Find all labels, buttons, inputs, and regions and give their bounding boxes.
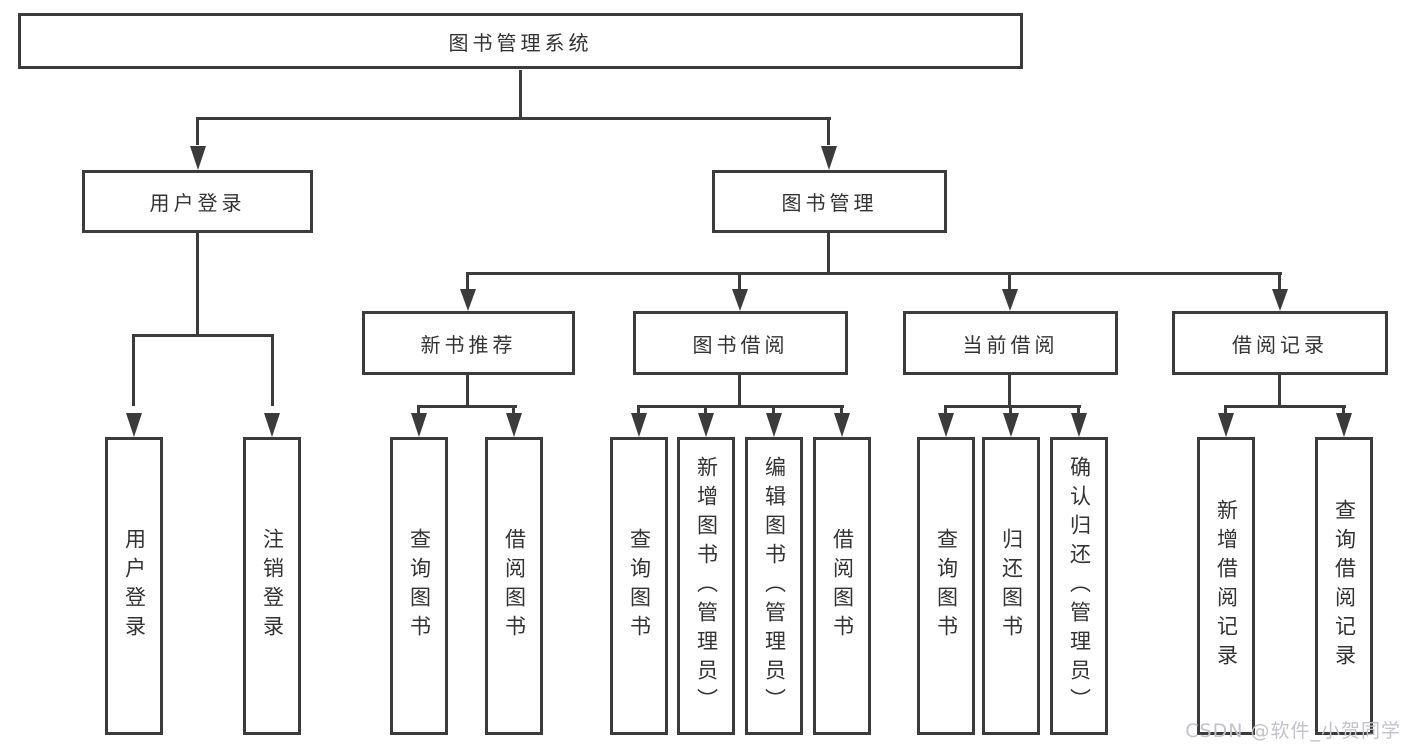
connector-arrow (631, 413, 647, 437)
csdn-watermark: CSDN @软件_小贺同学 (1185, 720, 1401, 742)
connector-line (132, 334, 135, 406)
connector-line (1342, 405, 1345, 417)
connector-line (466, 272, 1282, 275)
connector-line (738, 375, 741, 407)
connector-line (466, 375, 469, 407)
connector-line (417, 405, 517, 408)
connector-line (738, 272, 741, 292)
node-borrow-records: 借阅记录 (1172, 311, 1388, 375)
connector-line (1224, 405, 1346, 408)
leaf-label: 注销登录 (260, 528, 285, 644)
connector-line (466, 272, 469, 292)
connector-arrow (821, 146, 837, 170)
leaf-add-books-admin: 新增图书（管理员） (677, 437, 735, 735)
leaf-label: 新增借阅记录 (1214, 499, 1239, 673)
node-book-borrow: 图书借阅 (633, 311, 848, 375)
connector-arrow (264, 413, 280, 437)
connector-line (827, 233, 830, 274)
connector-line (637, 405, 844, 408)
node-new-book-recommend: 新书推荐 (362, 311, 575, 375)
connector-line (1224, 405, 1227, 417)
connector-arrow (698, 413, 714, 437)
connector-line (1008, 272, 1011, 292)
connector-arrow (1336, 413, 1352, 437)
leaf-label: 查询图书 (934, 528, 959, 644)
connector-arrow (506, 413, 522, 437)
leaf-label: 新增图书（管理员） (694, 455, 719, 717)
connector-arrow (126, 413, 142, 437)
leaf-label: 确认归还（管理员） (1067, 455, 1092, 717)
connector-line (1278, 272, 1281, 292)
leaf-label: 查询图书 (627, 528, 652, 644)
leaf-borrow-books: 借阅图书 (485, 437, 543, 735)
connector-line (196, 117, 199, 145)
leaf-return-books: 归还图书 (982, 437, 1040, 735)
connector-arrow (1002, 289, 1018, 311)
connector-arrow (938, 413, 954, 437)
leaf-label: 编辑图书（管理员） (762, 455, 787, 717)
connector-arrow (1272, 289, 1288, 311)
connector-arrow (834, 413, 850, 437)
connector-line (519, 70, 522, 119)
connector-arrow (1003, 413, 1019, 437)
node-root: 图书管理系统 (18, 13, 1023, 69)
leaf-label: 借阅图书 (830, 528, 855, 644)
connector-line (944, 405, 1081, 408)
connector-line (772, 405, 775, 417)
connector-arrow (1218, 413, 1234, 437)
connector-arrow (411, 413, 427, 437)
leaf-edit-books-admin: 编辑图书（管理员） (745, 437, 803, 735)
leaf-label: 查询借阅记录 (1332, 499, 1357, 673)
connector-line (1278, 375, 1281, 407)
node-user-login: 用户登录 (82, 170, 313, 233)
connector-line (512, 405, 515, 417)
connector-line (196, 117, 831, 120)
connector-line (132, 334, 274, 337)
node-current-borrow: 当前借阅 (903, 311, 1118, 375)
connector-arrow (190, 146, 206, 170)
connector-line (827, 117, 830, 145)
connector-line (704, 405, 707, 417)
connector-line (637, 405, 640, 417)
leaf-query-books: 查询图书 (917, 437, 975, 735)
leaf-confirm-return-admin: 确认归还（管理员） (1050, 437, 1108, 735)
leaf-label: 借阅图书 (502, 528, 527, 644)
connector-line (1077, 405, 1080, 417)
connector-line (1009, 405, 1012, 417)
leaf-user-login: 用户登录 (105, 437, 163, 735)
connector-arrow (1071, 413, 1087, 437)
leaf-label: 用户登录 (122, 528, 147, 644)
connector-line (840, 405, 843, 417)
leaf-label: 查询图书 (407, 528, 432, 644)
connector-line (417, 405, 420, 417)
connector-line (196, 233, 199, 336)
connector-arrow (732, 289, 748, 311)
leaf-label: 归还图书 (999, 528, 1024, 644)
node-book-management: 图书管理 (712, 170, 947, 233)
connector-line (944, 405, 947, 417)
leaf-query-borrow-record: 查询借阅记录 (1315, 437, 1373, 735)
connector-line (1008, 375, 1011, 407)
connector-arrow (460, 289, 476, 311)
leaf-borrow-books: 借阅图书 (813, 437, 871, 735)
connector-line (271, 334, 274, 406)
leaf-query-books: 查询图书 (390, 437, 448, 735)
leaf-query-books: 查询图书 (610, 437, 668, 735)
connector-arrow (766, 413, 782, 437)
leaf-add-borrow-record: 新增借阅记录 (1197, 437, 1255, 735)
leaf-logout-login: 注销登录 (243, 437, 301, 735)
